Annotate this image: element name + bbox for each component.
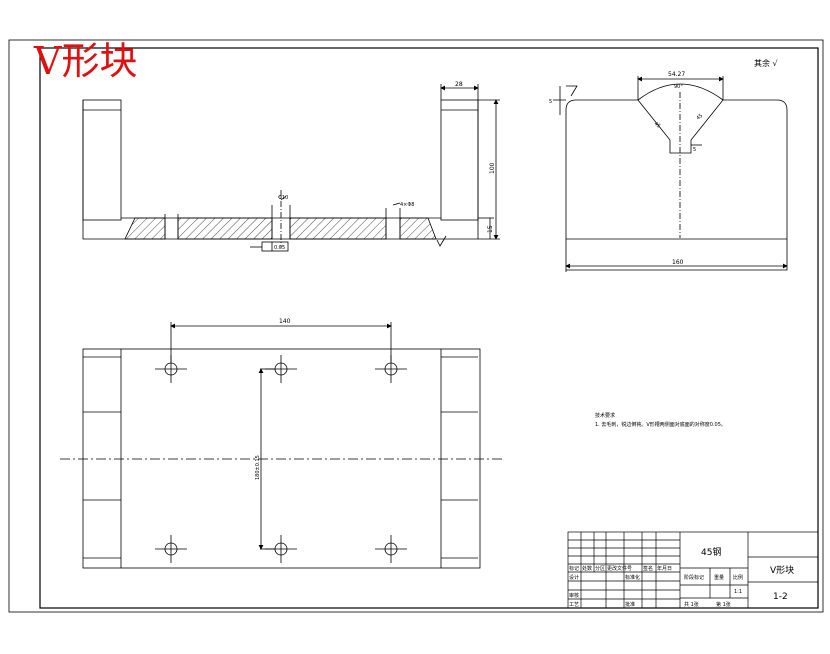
tb-weight: 重量 [714,574,724,581]
tb-standard: 标准化 [625,574,640,581]
dim-vertical: 180±0.15 [255,455,261,480]
tb-review: 审核 [569,592,579,599]
title-block [567,531,819,609]
tb-stage-mark: 阶段标记 [684,574,704,581]
dim-left-angle: 45 [653,121,662,130]
outer-border [8,39,824,613]
flatness-tolerance: 0.05 [274,245,285,251]
dim-right-angle: 45 [695,113,704,122]
side-view [553,76,788,272]
tb-scale: 1:1 [734,589,742,595]
tb-design: 设计 [569,574,579,581]
tb-change-doc: 更改文件号 [607,565,632,572]
tb-process: 工艺 [569,602,579,608]
dim-hole: Φ10 [278,195,288,201]
dim-angle: 90° [674,84,683,90]
inner-frame [39,47,819,609]
dim-side-width: 160 [672,259,684,266]
tb-scale-label: 比例 [733,574,743,581]
tb-approve: 批准 [625,601,635,608]
tb-zone: 分区 [595,565,605,572]
tech-notes-heading: 技术要求 [595,412,615,419]
tb-date: 年月日 [657,565,672,572]
dim-base: 15 [487,225,494,233]
dim-corner: 5 [549,99,552,105]
dim-height: 100 [489,162,496,174]
tb-sheet-no: 第 1张 [716,601,731,608]
front-view [82,84,500,252]
tech-notes-line: 1. 去毛刺，锐边倒钝。V形槽两侧面对底面的对称度0.05。 [595,421,726,428]
dim-slot: 5 [693,147,696,153]
tb-sheets-total: 共 1张 [684,601,699,608]
drawing-title: V形块 [33,39,137,83]
dim-counterbore: 4×Φ8 [400,202,415,208]
top-view [60,322,505,569]
dim-top-width: 28 [455,81,463,88]
surface-note: 其余 √ [754,58,779,68]
dim-hole-spacing: 140 [279,318,291,325]
tb-count: 处数 [582,565,592,572]
tb-material: 45钢 [701,546,721,558]
dim-opening: 54.27 [668,71,685,78]
tb-sign: 签名 [643,565,653,572]
tb-drawing-no: 1-2 [773,592,788,602]
tb-mark: 标记 [569,565,579,572]
tb-part-name: V形块 [770,564,794,576]
